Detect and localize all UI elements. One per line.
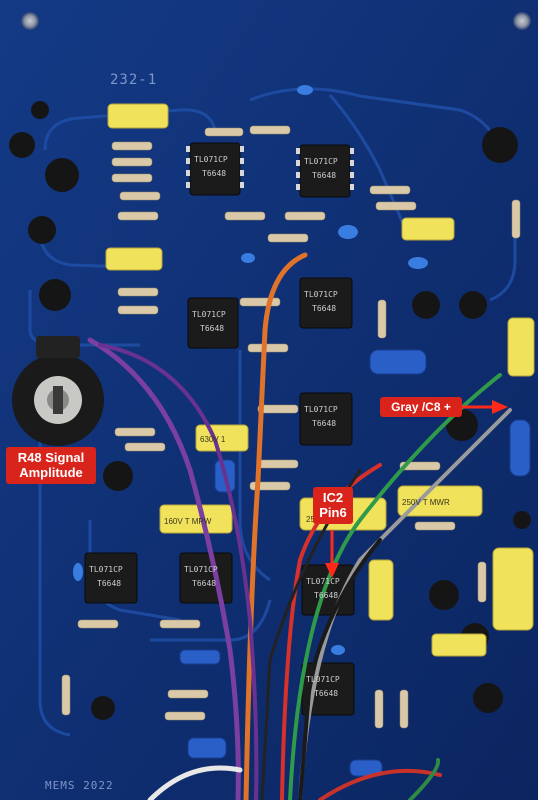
chip-code: T6648 [314, 591, 338, 600]
wire-gray [298, 408, 512, 800]
chip-code: T6648 [202, 169, 226, 178]
chip-marking: TL071CP [192, 310, 226, 319]
mount-hole [21, 12, 39, 30]
chip-code: T6648 [192, 579, 216, 588]
chip-code: T6648 [200, 324, 224, 333]
maker-mark-silkscreen: MEMS 2022 [45, 779, 114, 792]
chip-marking: TL071CP [304, 405, 338, 414]
wire-black [298, 538, 382, 800]
board-id-silkscreen: 232-1 [110, 72, 158, 88]
mount-hole [513, 12, 531, 30]
callout-gray-c8-text: Gray /C8 + [391, 400, 451, 414]
capacitor-label: 250V T MWR [402, 498, 450, 507]
wire-red-2 [318, 768, 442, 800]
chip-marking: TL071CP [184, 565, 218, 574]
chip-code: T6648 [312, 171, 336, 180]
wire-bundle [87, 252, 512, 800]
chip-marking: TL071CP [306, 577, 340, 586]
resistors [61, 125, 521, 729]
blue-electrolytic-capacitors [179, 349, 531, 777]
callout-r48-text: R48 Signal Amplitude [17, 450, 85, 481]
capacitor-label: 160V T MPW [164, 517, 212, 526]
wire-orange [243, 252, 308, 800]
chip-marking: TL071CP [304, 290, 338, 299]
callout-gray-c8: Gray /C8 + [380, 397, 462, 418]
wire-purple [87, 337, 241, 800]
chip-marking: TL071CP [304, 157, 338, 166]
callout-ic2-text: IC2 Pin6 [319, 490, 347, 521]
wire-purple-2 [98, 343, 259, 800]
chip-marking: TL071CP [306, 675, 340, 684]
chip-marking: TL071CP [89, 565, 123, 574]
chip-marking: TL071CP [194, 155, 228, 164]
callout-r48-signal-amplitude: R48 Signal Amplitude [6, 447, 96, 484]
ic-pins [186, 146, 354, 190]
ceramic-capacitors [73, 85, 428, 655]
chip-code: T6648 [312, 419, 336, 428]
chip-code: T6648 [314, 689, 338, 698]
wire-white [147, 765, 243, 800]
callout-arrows [325, 400, 508, 578]
callout-ic2-pin6: IC2 Pin6 [313, 487, 353, 524]
potentiometer-r48 [12, 336, 104, 446]
chip-code: T6648 [97, 579, 121, 588]
wire-green-2 [408, 758, 441, 800]
capacitor-label: 630V 1 [200, 435, 226, 444]
wire-green [288, 373, 502, 800]
chip-code: T6648 [312, 304, 336, 313]
